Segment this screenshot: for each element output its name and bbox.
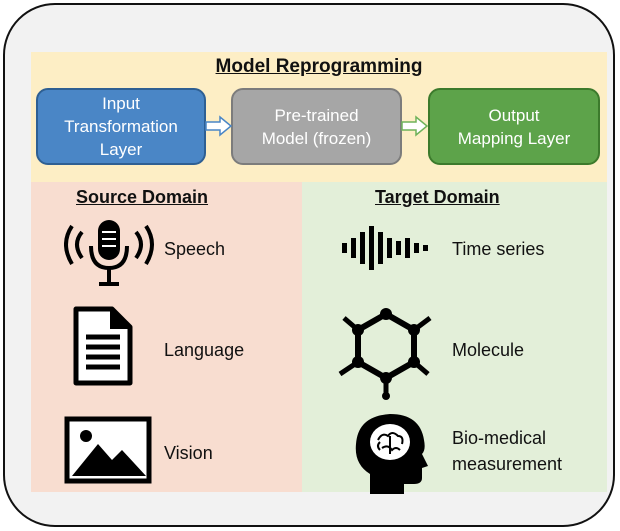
brain-head-icon bbox=[355, 414, 428, 494]
arrow-input-to-pretrained-icon bbox=[205, 115, 233, 137]
output-box-line-1: Output bbox=[488, 105, 540, 125]
input-box-line-3: Layer bbox=[99, 140, 143, 159]
source-domain-title: Source Domain bbox=[76, 187, 209, 207]
waveform-icon bbox=[342, 226, 428, 270]
diagram-title: Model Reprogramming bbox=[215, 56, 423, 77]
target-item-time-series: Time series bbox=[452, 239, 545, 259]
input-box-line-1: Input bbox=[102, 94, 140, 113]
pretrained-model-box: Pre-trained Model (frozen) bbox=[231, 88, 402, 165]
output-mapping-box: Output Mapping Layer bbox=[428, 88, 600, 165]
target-item-biomedical: Bio-medical measurement bbox=[452, 425, 562, 477]
pretrained-box-line-1: Pre-trained bbox=[274, 105, 359, 125]
output-box-line-2: Mapping Layer bbox=[457, 128, 571, 148]
pretrained-box-line-2: Model (frozen) bbox=[261, 128, 372, 148]
target-domain-title: Target Domain bbox=[375, 187, 500, 207]
target-item-molecule: Molecule bbox=[452, 340, 525, 360]
document-icon bbox=[73, 306, 133, 386]
target-domain-panel bbox=[302, 182, 607, 492]
microphone-icon bbox=[64, 220, 154, 286]
image-icon bbox=[64, 416, 152, 484]
molecule-icon bbox=[338, 308, 432, 400]
source-item-speech: Speech bbox=[164, 239, 226, 259]
arrow-pretrained-to-output-icon bbox=[401, 115, 429, 137]
source-item-vision: Vision bbox=[164, 443, 213, 463]
input-transformation-box: Input Transformation Layer bbox=[36, 88, 206, 165]
biomedical-line-1: Bio-medical bbox=[452, 428, 547, 448]
input-box-line-2: Transformation bbox=[64, 117, 178, 136]
source-item-language: Language bbox=[164, 340, 245, 360]
biomedical-line-2: measurement bbox=[452, 454, 563, 474]
